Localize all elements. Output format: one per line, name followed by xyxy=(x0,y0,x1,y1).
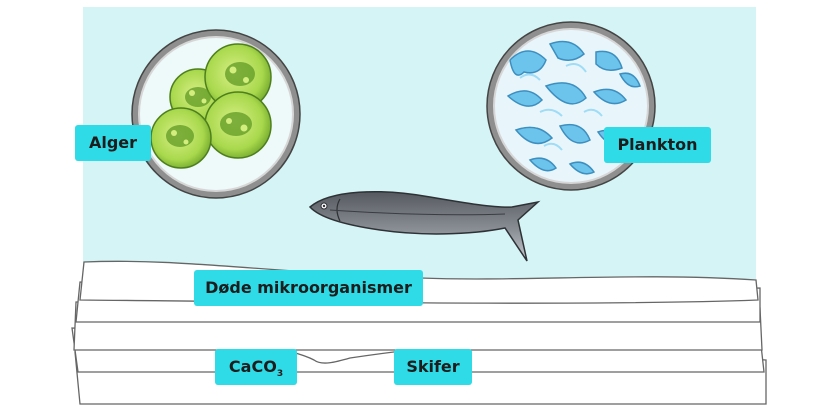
label-alger: Alger xyxy=(75,125,151,161)
algae-cells xyxy=(150,43,272,169)
label-caco3: CaCO3 xyxy=(215,349,297,385)
label-skifer: Skifer xyxy=(394,349,472,385)
plankton-magnifier xyxy=(486,21,656,191)
fish xyxy=(308,191,541,262)
caco3-formula: CaCO xyxy=(228,357,277,376)
algae-magnifier xyxy=(131,29,301,199)
label-plankton: Plankton xyxy=(604,127,711,163)
caco3-subscript: 3 xyxy=(276,369,284,379)
label-dode-mikroorganismer: Døde mikroorganismer xyxy=(194,270,423,306)
